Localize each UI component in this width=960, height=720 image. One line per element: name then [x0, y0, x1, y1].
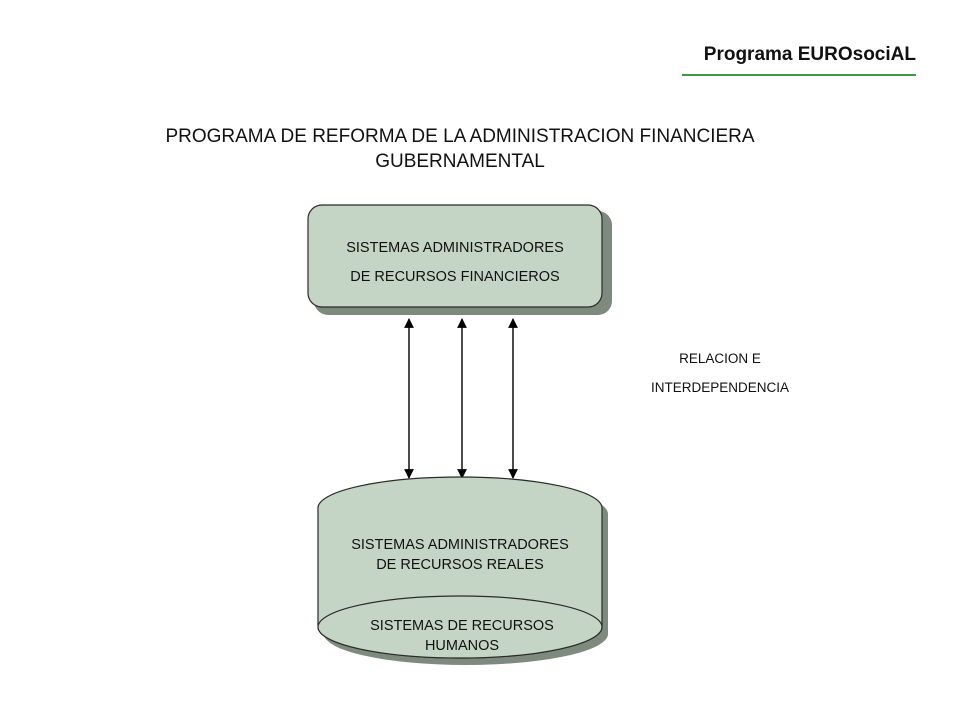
financial-box — [307, 204, 603, 308]
human-resources-line-2: HUMANOS — [424, 638, 500, 654]
page-title-line-1: PROGRAMA DE REFORMA DE LA ADMINISTRACION… — [165, 126, 755, 147]
real-cylinder-label: SISTEMAS ADMINISTRADORES DE RECURSOS REA… — [318, 535, 602, 575]
relation-label: RELACION E INTERDEPENDENCIA — [620, 344, 820, 402]
brand-title: Programa EUROsociAL — [703, 44, 916, 65]
brand-underline — [682, 74, 916, 76]
real-cylinder-line-1: SISTEMAS ADMINISTRADORES — [351, 537, 569, 553]
human-resources-line-1: SISTEMAS DE RECURSOS — [370, 618, 554, 634]
page-title: PROGRAMA DE REFORMA DE LA ADMINISTRACION… — [100, 124, 820, 174]
financial-box-label: SISTEMAS ADMINISTRADORES DE RECURSOS FIN… — [308, 234, 602, 292]
financial-box-line-2: DE RECURSOS FINANCIEROS — [350, 269, 560, 285]
relation-label-line-2: INTERDEPENDENCIA — [650, 380, 790, 395]
human-resources-ellipse — [317, 595, 603, 659]
page-title-line-2: GUBERNAMENTAL — [375, 151, 545, 172]
financial-box-line-1: SISTEMAS ADMINISTRADORES — [346, 240, 564, 256]
human-resources-label: SISTEMAS DE RECURSOS HUMANOS — [318, 616, 606, 656]
relation-label-line-1: RELACION E — [679, 351, 761, 366]
real-cylinder-line-2: DE RECURSOS REALES — [376, 557, 544, 573]
